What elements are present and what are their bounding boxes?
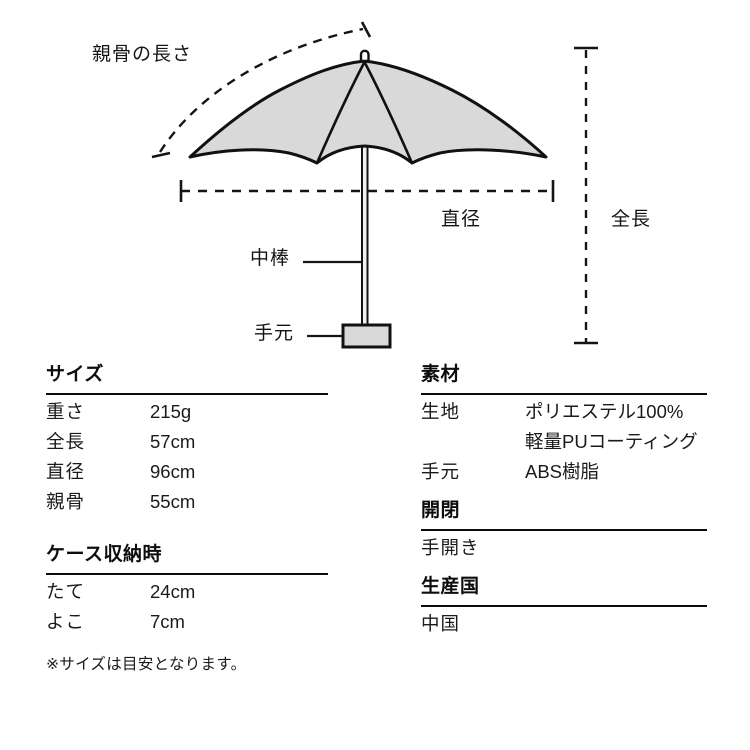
row-value: 57cm [150,431,196,452]
total-length-dimension [574,46,598,345]
umbrella-diagram: 親骨の長さ 直径 全長 中棒 手元 [0,0,750,365]
row-value: ポリエステル100% 軽量PUコーティング [525,401,698,452]
spec-section-material: 素材 生地 ポリエステル100% 軽量PUコーティング 手元 ABS樹脂 [421,365,707,487]
table-row: 直径 96cm [46,457,328,487]
row-key: 手元 [421,461,461,482]
table-row: 全長 57cm [46,427,328,457]
section-rule [421,529,707,531]
table-row: 生地 ポリエステル100% 軽量PUコーティング [421,397,707,457]
section-rule [46,393,328,395]
spacer [421,563,707,577]
handle-label: 手元 [254,323,295,344]
row-key: 生地 [421,401,461,422]
row-value: 7cm [150,611,185,632]
section-title-material: 素材 [421,364,461,385]
row-key: たて [46,581,86,602]
umbrella-canopy [188,59,548,165]
specifications: サイズ 重さ 215g 全長 57cm 直径 96cm 親骨 55cm [0,365,750,750]
row-key: 重さ [46,401,86,422]
size-rows: 重さ 215g 全長 57cm 直径 96cm 親骨 55cm [46,397,328,517]
diameter-label: 直径 [441,209,482,230]
spec-section-case: ケース収納時 たて 24cm よこ 7cm [46,545,328,637]
rib-length-label: 親骨の長さ [92,44,193,65]
shaft-label: 中棒 [250,248,291,269]
section-title-case: ケース収納時 [46,544,163,565]
size-disclaimer-note: ※サイズは目安となります。 [46,656,247,673]
table-row: たて 24cm [46,577,328,607]
table-row: よこ 7cm [46,607,328,637]
country-value: 中国 [421,613,461,634]
section-rule [421,605,707,607]
row-key: よこ [46,611,86,632]
umbrella-tip-finial [359,49,370,63]
spec-section-country: 生産国 中国 [421,577,707,639]
case-rows: たて 24cm よこ 7cm [46,577,328,637]
section-rule [421,393,707,395]
row-key: 直径 [46,461,86,482]
table-row: 手元 ABS樹脂 [421,457,707,487]
row-value: 24cm [150,581,196,602]
row-value: 96cm [150,461,196,482]
rib-length-dimension [151,21,372,159]
row-value: ABS樹脂 [525,461,600,482]
total-length-label: 全長 [611,209,652,230]
spacer [46,517,328,545]
table-row: 親骨 55cm [46,487,328,517]
spacer [421,487,707,501]
spec-column-right: 素材 生地 ポリエステル100% 軽量PUコーティング 手元 ABS樹脂 開閉 … [421,365,707,639]
opening-value: 手開き [421,537,480,558]
section-rule [46,573,328,575]
spec-column-left: サイズ 重さ 215g 全長 57cm 直径 96cm 親骨 55cm [46,365,328,673]
section-title-size: サイズ [46,364,104,385]
section-title-country: 生産国 [421,576,480,597]
material-rows: 生地 ポリエステル100% 軽量PUコーティング 手元 ABS樹脂 [421,397,707,487]
diameter-dimension [179,180,555,202]
umbrella-illustration [151,21,598,349]
table-row: 重さ 215g [46,397,328,427]
umbrella-handle [341,323,392,349]
spacer [46,637,328,657]
spec-section-size: サイズ 重さ 215g 全長 57cm 直径 96cm 親骨 55cm [46,365,328,517]
section-title-opening: 開閉 [421,500,461,521]
row-value: 55cm [150,491,196,512]
row-key: 親骨 [46,491,86,512]
row-value: 215g [150,401,192,422]
row-key: 全長 [46,431,86,452]
spec-section-opening: 開閉 手開き [421,501,707,563]
